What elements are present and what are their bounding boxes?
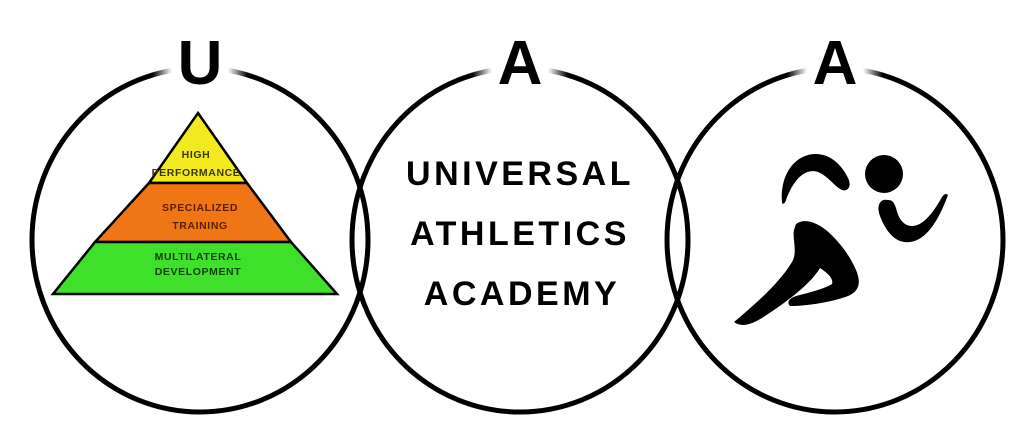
- tier-label-line: PERFORMANCE: [152, 167, 241, 179]
- training-pyramid: HIGH PERFORMANCE SPECIALIZED TRAINING MU…: [50, 110, 340, 296]
- name-line-athletics: ATHLETICS: [410, 215, 630, 253]
- tier-label-line: TRAINING: [172, 220, 228, 232]
- tier-label-line: DEVELOPMENT: [155, 266, 242, 278]
- initial-a-second: A: [813, 29, 858, 98]
- name-line-academy: ACADEMY: [424, 275, 620, 313]
- runner-rear-arm: [781, 154, 850, 204]
- tier-label-line: HIGH: [182, 149, 211, 161]
- tier-label-line: SPECIALIZED: [162, 202, 238, 214]
- runner-body-legs: [734, 221, 859, 325]
- runner-head: [865, 155, 903, 193]
- tier-label-line: MULTILATERAL: [155, 251, 242, 263]
- pyramid-tier-multilateral-development: [50, 240, 340, 296]
- name-line-universal: UNIVERSAL: [406, 155, 634, 193]
- initial-gaps: [152, 40, 883, 90]
- initial-u: U: [178, 29, 223, 98]
- initial-a-first: A: [498, 29, 543, 98]
- runner-front-arm: [878, 193, 948, 243]
- runner-icon: [734, 154, 948, 325]
- academy-name: UNIVERSAL ATHLETICS ACADEMY: [406, 155, 634, 313]
